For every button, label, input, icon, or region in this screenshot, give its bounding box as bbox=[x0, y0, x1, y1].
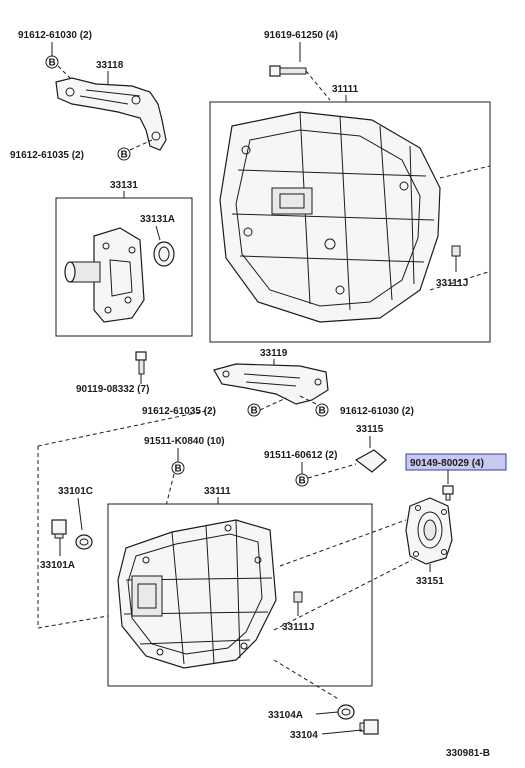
cover-33115-icon[interactable] bbox=[354, 449, 387, 473]
part-label-33151[interactable]: 33151 bbox=[416, 576, 444, 587]
part-label-33104A[interactable]: 33104A bbox=[268, 710, 303, 721]
part-label-91619-61250[interactable]: 91619-61250 (4) bbox=[264, 30, 338, 41]
part-label-33115[interactable]: 33115 bbox=[356, 424, 384, 435]
seal-33101C-icon[interactable] bbox=[75, 534, 93, 550]
part-label-90119-08332[interactable]: 90119-08332 (7) bbox=[76, 384, 149, 395]
extension-33131-group: 33131 33131A bbox=[55, 180, 193, 337]
part-label-31111[interactable]: 31111 bbox=[332, 84, 359, 95]
part-label-33104[interactable]: 33104 bbox=[290, 730, 318, 741]
diagram-code: 330981-B bbox=[446, 748, 490, 759]
bolt-marker-label: B bbox=[49, 58, 56, 69]
part-label-91612-61030-mid[interactable]: 91612-61030 (2) bbox=[340, 406, 414, 417]
part-label-33101C[interactable]: 33101C bbox=[58, 486, 93, 497]
bracket-33119-group: 33119 91612-61035 (2) B B 91612-61030 (2… bbox=[142, 348, 414, 417]
part-label-33131A[interactable]: 33131A bbox=[140, 214, 175, 225]
bolt-marker-label: B bbox=[121, 150, 128, 161]
cover-33115-group: 33115 91511-60612 (2) B bbox=[264, 424, 387, 487]
bolt-marker-b-icon bbox=[45, 55, 59, 69]
clutch-housing-icon[interactable] bbox=[219, 111, 441, 323]
clutch-housing-31111-group: 31111 33111J bbox=[209, 84, 491, 343]
dowel-pin-icon[interactable] bbox=[293, 591, 303, 603]
parts-33104-group: 33104A 33104 bbox=[268, 659, 379, 741]
bracket-33118-group: 91612-61030 (2) B 33118 91612-61035 (2) … bbox=[10, 30, 167, 161]
highlight-box bbox=[405, 453, 507, 471]
parts-33101-group: 33101C 33101A bbox=[40, 486, 93, 571]
extension-housing-33131-icon[interactable] bbox=[64, 227, 145, 323]
bearing-retainer-33151-icon[interactable] bbox=[405, 497, 453, 565]
bolt-marker-b-icon bbox=[295, 473, 309, 487]
plug-33101A-icon[interactable] bbox=[51, 519, 67, 539]
part-label-33111J-top[interactable]: 33111J bbox=[436, 278, 468, 289]
part-label-91511-K0840[interactable]: 91511-K0840 (10) bbox=[144, 436, 225, 447]
bolt-marker-b-icon bbox=[247, 403, 261, 417]
bolt-91619-61250-group: 91619-61250 (4) bbox=[264, 30, 338, 101]
part-label-91511-60612[interactable]: 91511-60612 (2) bbox=[264, 450, 337, 461]
bolt-icon[interactable] bbox=[442, 485, 454, 501]
part-label-33118[interactable]: 33118 bbox=[96, 60, 124, 71]
part-label-33111[interactable]: 33111 bbox=[204, 486, 231, 497]
part-label-33131[interactable]: 33131 bbox=[110, 180, 138, 191]
part-label-33119[interactable]: 33119 bbox=[260, 348, 288, 359]
bolt-icon[interactable] bbox=[135, 351, 147, 375]
bolt-90119-08332-group: 90119-08332 (7) bbox=[76, 351, 149, 395]
bolt-marker-label: B bbox=[175, 464, 182, 475]
gasket-33104A-icon[interactable] bbox=[337, 704, 355, 720]
oil-seal-33131A-icon[interactable] bbox=[153, 241, 175, 267]
dowel-pin-icon[interactable] bbox=[451, 245, 461, 257]
part-label-90149-80029[interactable]: 90149-80029 (4) bbox=[410, 458, 484, 469]
bolt-marker-b-icon bbox=[171, 461, 185, 475]
transmission-case-icon[interactable] bbox=[117, 519, 277, 669]
part-label-33111J-bottom[interactable]: 33111J bbox=[282, 622, 314, 633]
transmission-case-33111-group: 33111 33111J bbox=[107, 486, 413, 687]
part-label-91612-61035-top[interactable]: 91612-61035 (2) bbox=[10, 150, 84, 161]
part-label-91612-61035-mid[interactable]: 91612-61035 (2) bbox=[142, 406, 216, 417]
dashed-leader-line bbox=[37, 409, 211, 447]
bolt-marker-label: B bbox=[299, 476, 306, 487]
drain-plug-33104-icon[interactable] bbox=[359, 719, 379, 735]
part-label-91612-61030-top[interactable]: 91612-61030 (2) bbox=[18, 30, 92, 41]
bolt-91511-K0840-group: 91511-K0840 (10) B bbox=[144, 436, 225, 531]
part-90149-80029-group: 90149-80029 (4) bbox=[405, 453, 507, 501]
bolt-marker-b-icon bbox=[315, 403, 329, 417]
bolt-marker-b-icon bbox=[117, 147, 131, 161]
retainer-33151-group: 33151 bbox=[405, 497, 453, 587]
bolt-marker-label: B bbox=[319, 406, 326, 417]
bolt-icon[interactable] bbox=[269, 65, 307, 77]
bolt-marker-label: B bbox=[251, 406, 258, 417]
dashed-leader-line bbox=[37, 615, 109, 629]
part-label-33101A[interactable]: 33101A bbox=[40, 560, 75, 571]
